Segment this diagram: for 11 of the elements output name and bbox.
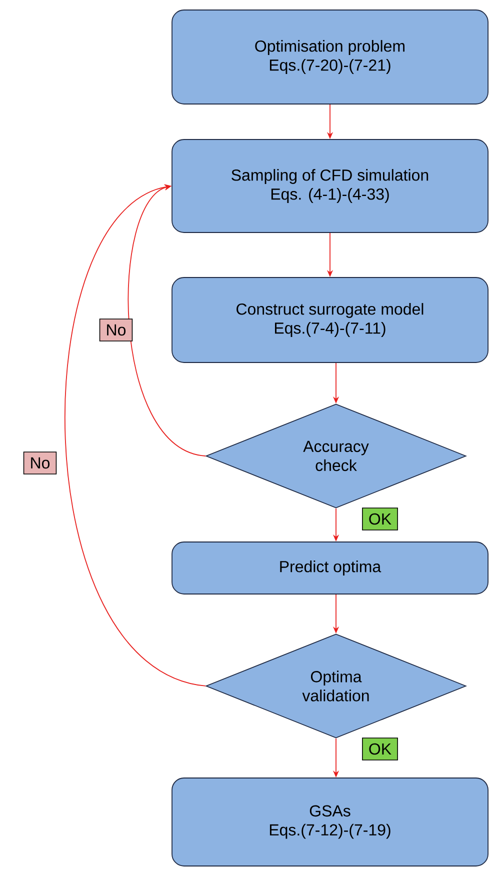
edge-label: No — [99, 318, 133, 342]
arrow — [64, 184, 206, 686]
edge-label: OK — [362, 738, 398, 760]
edge-label: No — [23, 452, 57, 474]
process-box: GSAs Eqs.(7-12)-(7-19) — [172, 778, 488, 866]
process-box: Construct surrogate model Eqs.(7-4)-(7-11) — [172, 277, 488, 363]
process-box: Predict optima — [172, 542, 488, 594]
edge-label: OK — [362, 508, 398, 530]
process-box: Sampling of CFD simulation Eqs. (4-1)-(4-33) — [172, 139, 488, 233]
process-box: Optimisation problem Eqs.(7-20)-(7-21) — [172, 10, 488, 104]
arrow — [128, 184, 206, 456]
